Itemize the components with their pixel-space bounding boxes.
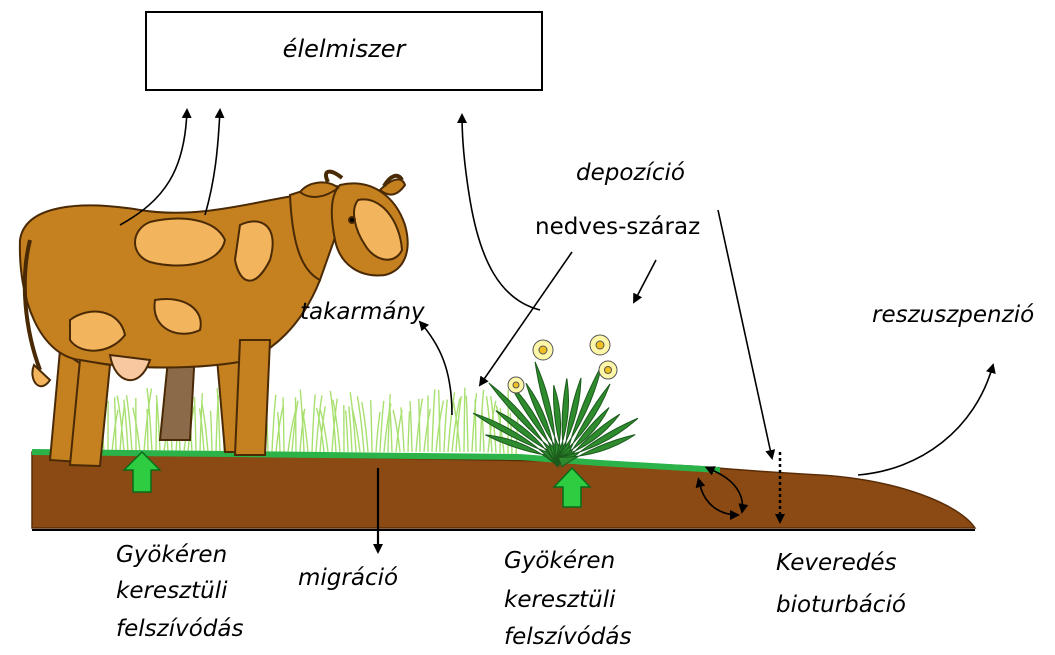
grass-blade [194, 397, 196, 452]
wet-dry-label: nedves-száraz [535, 212, 700, 242]
grass-blade [475, 399, 476, 452]
grass-blade [147, 409, 148, 452]
root-uptake-left-line1: Gyökéren [116, 540, 227, 570]
grass-blade [408, 411, 410, 452]
migration-label: migráció [298, 563, 398, 593]
root-uptake-right-line1: Gyökéren [504, 546, 615, 576]
grass-blade [346, 410, 348, 452]
deposition-arrow [718, 210, 772, 458]
root-uptake-right-line2: keresztüli [504, 585, 616, 615]
grass-blade [156, 402, 157, 452]
grass-blade [410, 401, 412, 452]
grass-blade [388, 394, 390, 452]
grass-blade [466, 396, 468, 452]
grass-blade [419, 399, 420, 452]
grass-blade [464, 388, 465, 452]
grass-blade [424, 409, 430, 452]
grass-blade [444, 400, 447, 452]
soil [32, 452, 975, 530]
flower-heads [508, 335, 617, 393]
root-uptake-left-line2: keresztüli [116, 576, 228, 606]
cow-to-food-arrow-2 [205, 110, 220, 215]
grass-blade [380, 401, 384, 452]
grass-blade [432, 389, 435, 452]
wet-dry-deposition-arrow-2 [634, 260, 656, 302]
food-box-label: élelmiszer [147, 35, 541, 63]
grass-blade [283, 397, 284, 452]
deposition-label: depozíció [576, 158, 685, 188]
root-uptake-left-line3: felszívódás [116, 614, 243, 644]
resuspension-arrow [858, 365, 993, 475]
grass-blade [115, 397, 116, 452]
flower-plant [473, 335, 638, 467]
root-uptake-right-line3: felszívódás [504, 622, 631, 652]
grass-blade [439, 390, 440, 452]
grass-blade [401, 407, 404, 452]
wet-dry-deposition-arrow-1 [480, 252, 572, 385]
grass-blade [211, 411, 212, 452]
grass-blade [376, 412, 380, 452]
grass-blade [371, 400, 372, 452]
resuspension-label: reszuszpenzió [872, 300, 1034, 330]
food-box: élelmiszer [145, 11, 543, 91]
feed-label: takarmány [300, 297, 425, 327]
grass-blade [272, 395, 276, 452]
grass-blade [349, 406, 352, 452]
grass-blade [124, 400, 128, 452]
mixing-label-line2: bioturbáció [776, 590, 906, 620]
plant-to-food-arrow [462, 115, 540, 310]
grass-blade [390, 405, 392, 452]
grass-blade [312, 394, 315, 452]
mixing-label-line1: Keveredés [776, 548, 897, 578]
